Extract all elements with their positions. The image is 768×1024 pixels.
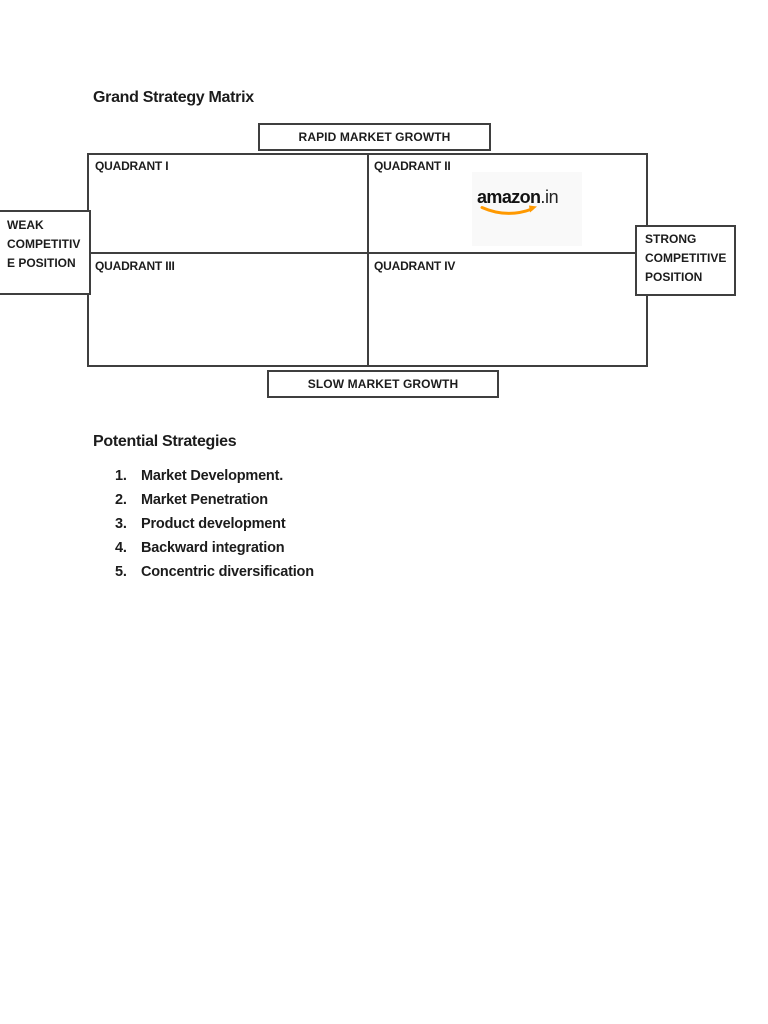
strategy-label: Concentric diversification bbox=[141, 564, 314, 580]
strong-position-line-2: COMPETITIVE bbox=[645, 251, 727, 265]
amazon-suffix-text: .in bbox=[540, 187, 559, 207]
strategy-list: 1. Market Development. 2. Market Penetra… bbox=[115, 464, 314, 584]
strategy-label: Backward integration bbox=[141, 540, 285, 556]
strong-competitive-position-box: STRONG COMPETITIVE POSITION bbox=[635, 225, 736, 296]
vertical-divider bbox=[367, 155, 369, 365]
strategy-number: 5. bbox=[115, 564, 127, 580]
weak-competitive-position-box: WEAK COMPETITIV E POSITION bbox=[0, 210, 91, 295]
weak-position-line-3: E POSITION bbox=[7, 256, 76, 270]
rapid-market-growth-box: RAPID MARKET GROWTH bbox=[258, 123, 491, 151]
amazon-logo-image: amazon.in bbox=[472, 172, 582, 246]
quadrant-2-label: QUADRANT II bbox=[374, 159, 451, 173]
slow-market-growth-box: SLOW MARKET GROWTH bbox=[267, 370, 499, 398]
quadrant-1-label: QUADRANT I bbox=[95, 159, 169, 173]
strategy-label: Product development bbox=[141, 516, 286, 532]
strategy-number: 4. bbox=[115, 540, 127, 556]
strategy-number: 2. bbox=[115, 492, 127, 508]
strategy-item: 1. Market Development. bbox=[115, 464, 314, 488]
page-title: Grand Strategy Matrix bbox=[93, 89, 254, 106]
amazon-brand-text: amazon bbox=[477, 187, 541, 207]
strong-position-line-3: POSITION bbox=[645, 270, 703, 284]
strategy-item: 2. Market Penetration bbox=[115, 488, 314, 512]
strategy-label: Market Penetration bbox=[141, 492, 268, 508]
quadrant-4-label: QUADRANT IV bbox=[374, 259, 456, 273]
strategy-item: 4. Backward integration bbox=[115, 536, 314, 560]
strategy-item: 3. Product development bbox=[115, 512, 314, 536]
slow-market-growth-label: SLOW MARKET GROWTH bbox=[307, 377, 459, 391]
amazon-logo: amazon.in bbox=[477, 187, 559, 218]
weak-position-line-1: WEAK bbox=[7, 218, 44, 232]
strategy-number: 1. bbox=[115, 468, 127, 484]
rapid-market-growth-label: RAPID MARKET GROWTH bbox=[298, 130, 451, 144]
weak-position-line-2: COMPETITIV bbox=[7, 237, 81, 251]
potential-strategies-heading: Potential Strategies bbox=[93, 433, 237, 450]
quadrant-3-label: QUADRANT III bbox=[95, 259, 175, 273]
strategy-item: 5. Concentric diversification bbox=[115, 560, 314, 584]
horizontal-divider bbox=[89, 252, 646, 254]
strategy-label: Market Development. bbox=[141, 468, 284, 484]
amazon-smile-icon bbox=[480, 205, 537, 215]
strong-position-line-1: STRONG bbox=[645, 232, 697, 246]
strategy-number: 3. bbox=[115, 516, 127, 532]
